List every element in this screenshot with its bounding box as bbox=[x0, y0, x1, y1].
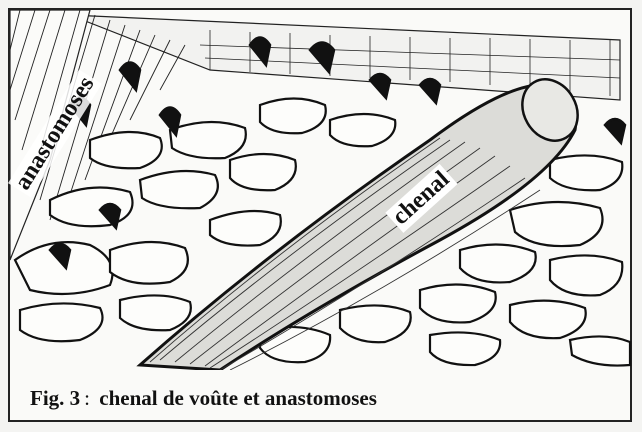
cave-ceiling-illustration bbox=[10, 10, 632, 370]
caption-text: chenal de voûte et anastomoses bbox=[99, 386, 377, 410]
caption-prefix: Fig. 3 bbox=[30, 386, 80, 410]
caption-separator: : bbox=[84, 386, 90, 410]
figure-caption: Fig. 3: chenal de voûte et anastomoses bbox=[30, 386, 377, 411]
